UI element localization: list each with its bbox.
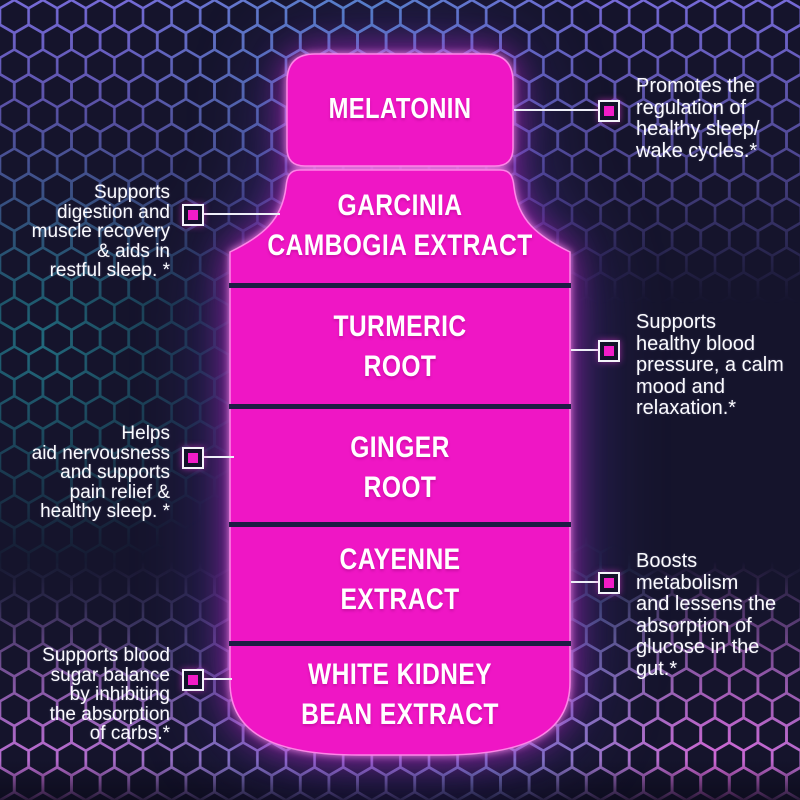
callout-line: [202, 678, 232, 680]
marker-dot: [604, 106, 614, 116]
marker-dot: [188, 453, 198, 463]
section-divider: [229, 522, 571, 527]
section-label-melatonin: MELATONIN: [328, 93, 472, 125]
callout-marker-square: [182, 669, 204, 691]
callout-text-white-kidney-bean: Supports blood sugar balance by inhibiti…: [42, 645, 170, 744]
callout-line: [571, 581, 600, 583]
bottle-body-shape: [229, 169, 571, 756]
section-label-garcinia: GARCINIA CAMBOGIA EXTRACT: [267, 189, 533, 262]
callout-text-cayenne: Boosts metabolism and lessens the absorp…: [636, 550, 777, 680]
section-label-cayenne: CAYENNE EXTRACT: [339, 543, 461, 616]
callout-marker-square: [598, 572, 620, 594]
callout-marker-square: [182, 447, 204, 469]
marker-dot: [604, 578, 614, 588]
section-divider: [229, 404, 571, 409]
callout-text-melatonin: Promotes the regulation of healthy sleep…: [636, 75, 760, 162]
section-dividers: [229, 283, 571, 646]
section-divider: [229, 283, 571, 288]
callout-marker-square: [598, 340, 620, 362]
section-label-white-kidney-bean: WHITE KIDNEY BEAN EXTRACT: [301, 658, 499, 731]
callout-line: [514, 109, 600, 111]
callout-text-garcinia: Supports digestion and muscle recovery &…: [31, 182, 170, 281]
callout-text-turmeric: Supports healthy blood pressure, a calm …: [636, 311, 784, 419]
section-label-turmeric: TURMERIC ROOT: [333, 310, 467, 383]
marker-dot: [604, 346, 614, 356]
callout-line: [202, 456, 234, 458]
callout-marker-square: [598, 100, 620, 122]
marker-dot: [188, 675, 198, 685]
bottle-cap-shape: [286, 53, 514, 167]
marker-dot: [188, 210, 198, 220]
section-divider: [229, 641, 571, 646]
callout-marker-square: [182, 204, 204, 226]
callout-line: [571, 349, 600, 351]
callout-text-ginger: Helps aid nervousness and supports pain …: [31, 423, 170, 522]
section-label-ginger: GINGER ROOT: [350, 431, 450, 504]
callout-line: [202, 213, 280, 215]
